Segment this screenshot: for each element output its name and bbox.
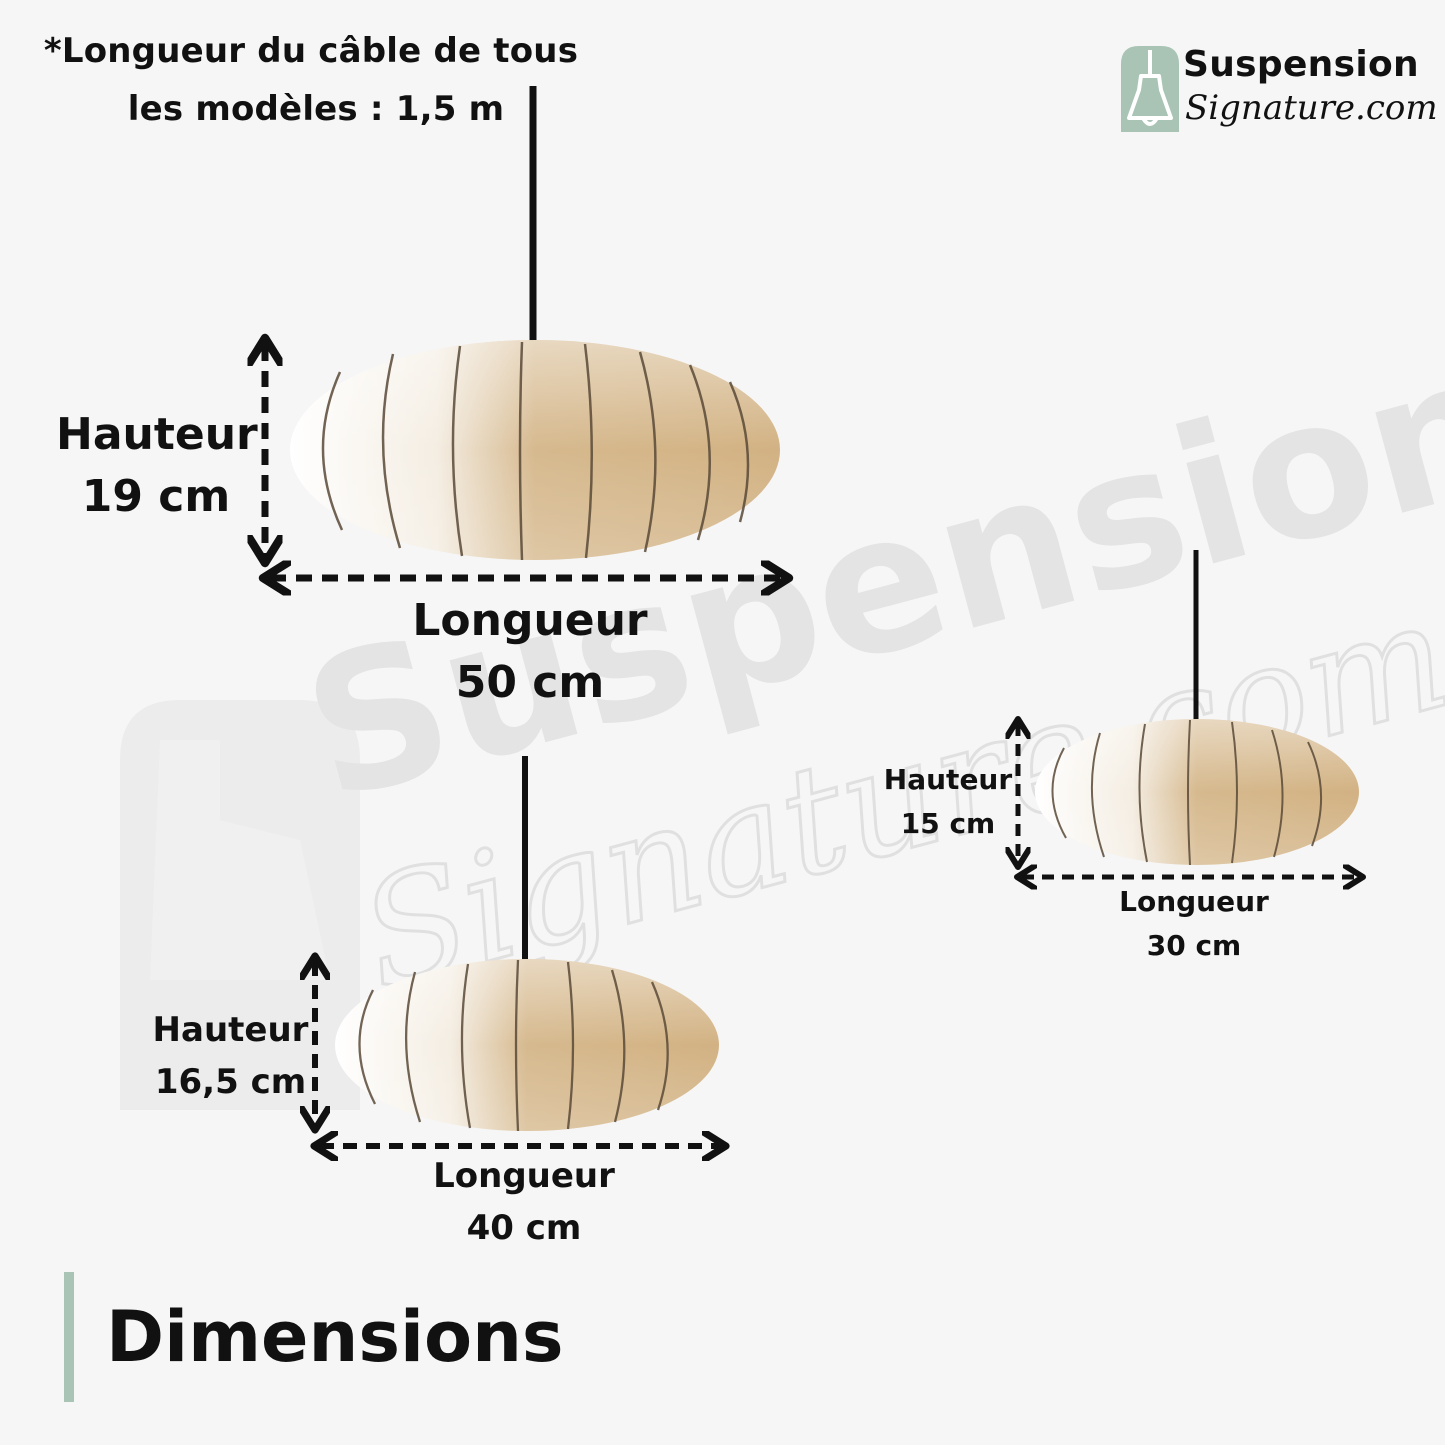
cable-length-note: *Longueur du câble de tous les modèles :…: [16, 22, 606, 138]
lamp-small: [1035, 550, 1359, 866]
lamp-large: [290, 86, 780, 561]
page-title: Dimensions: [106, 1296, 564, 1378]
brand-logo: Suspension Signature.com: [1121, 42, 1438, 138]
lamp-medium-length-label: Longueur 40 cm: [404, 1150, 644, 1254]
cable-note-line2: les modèles : 1,5 m: [127, 89, 505, 129]
lamp-medium-height-title: Hauteur: [152, 1010, 309, 1050]
lamp-small-height-title: Hauteur: [883, 763, 1013, 796]
lamp-large-height-label: Hauteur 19 cm: [56, 404, 258, 528]
lamp-large-height-title: Hauteur: [56, 409, 258, 460]
lamp-small-height-value: 15 cm: [900, 807, 996, 840]
lamp-medium: [335, 756, 719, 1132]
title-accent-bar: [64, 1272, 74, 1402]
pendant-lamp-logo-icon: [1121, 46, 1179, 132]
lamp-large-height-value: 19 cm: [81, 471, 231, 522]
lamp-small-length-label: Longueur 30 cm: [1094, 880, 1294, 968]
cable-note-line1: *Longueur du câble de tous: [43, 31, 579, 71]
lamp-medium-length-title: Longueur: [433, 1156, 615, 1196]
lamp-small-height-label: Hauteur 15 cm: [878, 758, 1018, 846]
lamp-large-length-label: Longueur 50 cm: [380, 590, 680, 714]
lamp-large-length-value: 50 cm: [455, 657, 605, 708]
logo-text-suspension: Suspension: [1183, 44, 1419, 85]
logo-text-signature: Signature.com: [1185, 88, 1438, 128]
lamp-medium-length-value: 40 cm: [466, 1208, 582, 1248]
lamp-medium-height-value: 16,5 cm: [154, 1062, 307, 1102]
lamp-medium-height-label: Hauteur 16,5 cm: [148, 1004, 313, 1108]
lamp-large-length-title: Longueur: [412, 595, 648, 646]
lamp-small-length-value: 30 cm: [1146, 929, 1242, 962]
lamp-small-length-title: Longueur: [1119, 885, 1269, 918]
